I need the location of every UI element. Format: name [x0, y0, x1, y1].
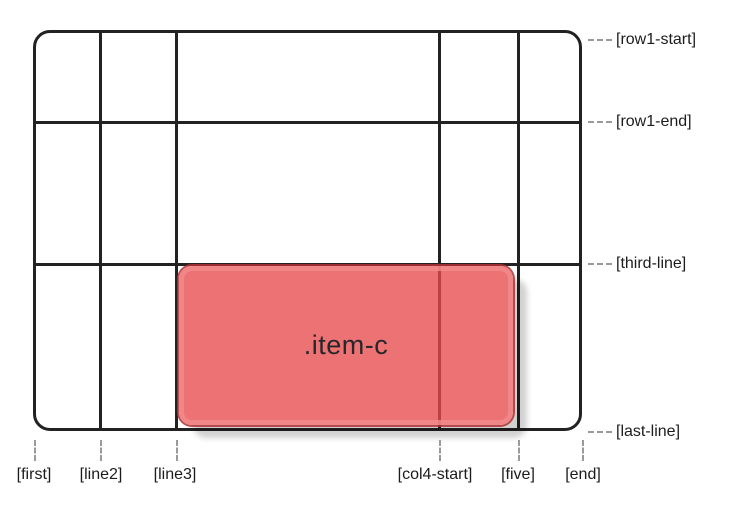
first-label: [first] [16, 466, 52, 483]
grid-horizontal-line-row1-end [35, 121, 581, 124]
grid-vertical-line-line2 [99, 32, 102, 430]
row1-start-label: [row1-start] [616, 31, 697, 48]
end-label: [end] [565, 466, 601, 483]
grid-item-c: .item-c [179, 266, 513, 425]
last-line-label: [last-line] [616, 423, 681, 440]
row1-end-label: [row1-end] [616, 113, 692, 130]
grid-vertical-line-col4-start [438, 32, 441, 430]
end-tick [582, 440, 584, 461]
first-tick [34, 440, 36, 461]
third-line-dash [588, 263, 612, 265]
last-line-dash [588, 431, 612, 433]
row1-start-dash [588, 39, 612, 41]
line3-label: [line3] [153, 466, 197, 483]
line2-tick [100, 440, 102, 461]
grid-item-c-label: .item-c [303, 330, 389, 360]
line3-tick [176, 440, 178, 461]
line2-label: [line2] [79, 466, 123, 483]
grid-container-outline [33, 30, 582, 431]
third-line-label: [third-line] [616, 255, 687, 272]
five-label: [five] [501, 466, 535, 483]
col4-start-tick [439, 440, 441, 461]
grid-vertical-line-line3 [175, 32, 178, 430]
five-tick [518, 440, 520, 461]
row1-end-dash [588, 121, 612, 123]
col4-start-label: [col4-start] [397, 466, 473, 483]
grid-vertical-line-five [517, 32, 520, 430]
grid-horizontal-line-third-line [35, 263, 581, 266]
